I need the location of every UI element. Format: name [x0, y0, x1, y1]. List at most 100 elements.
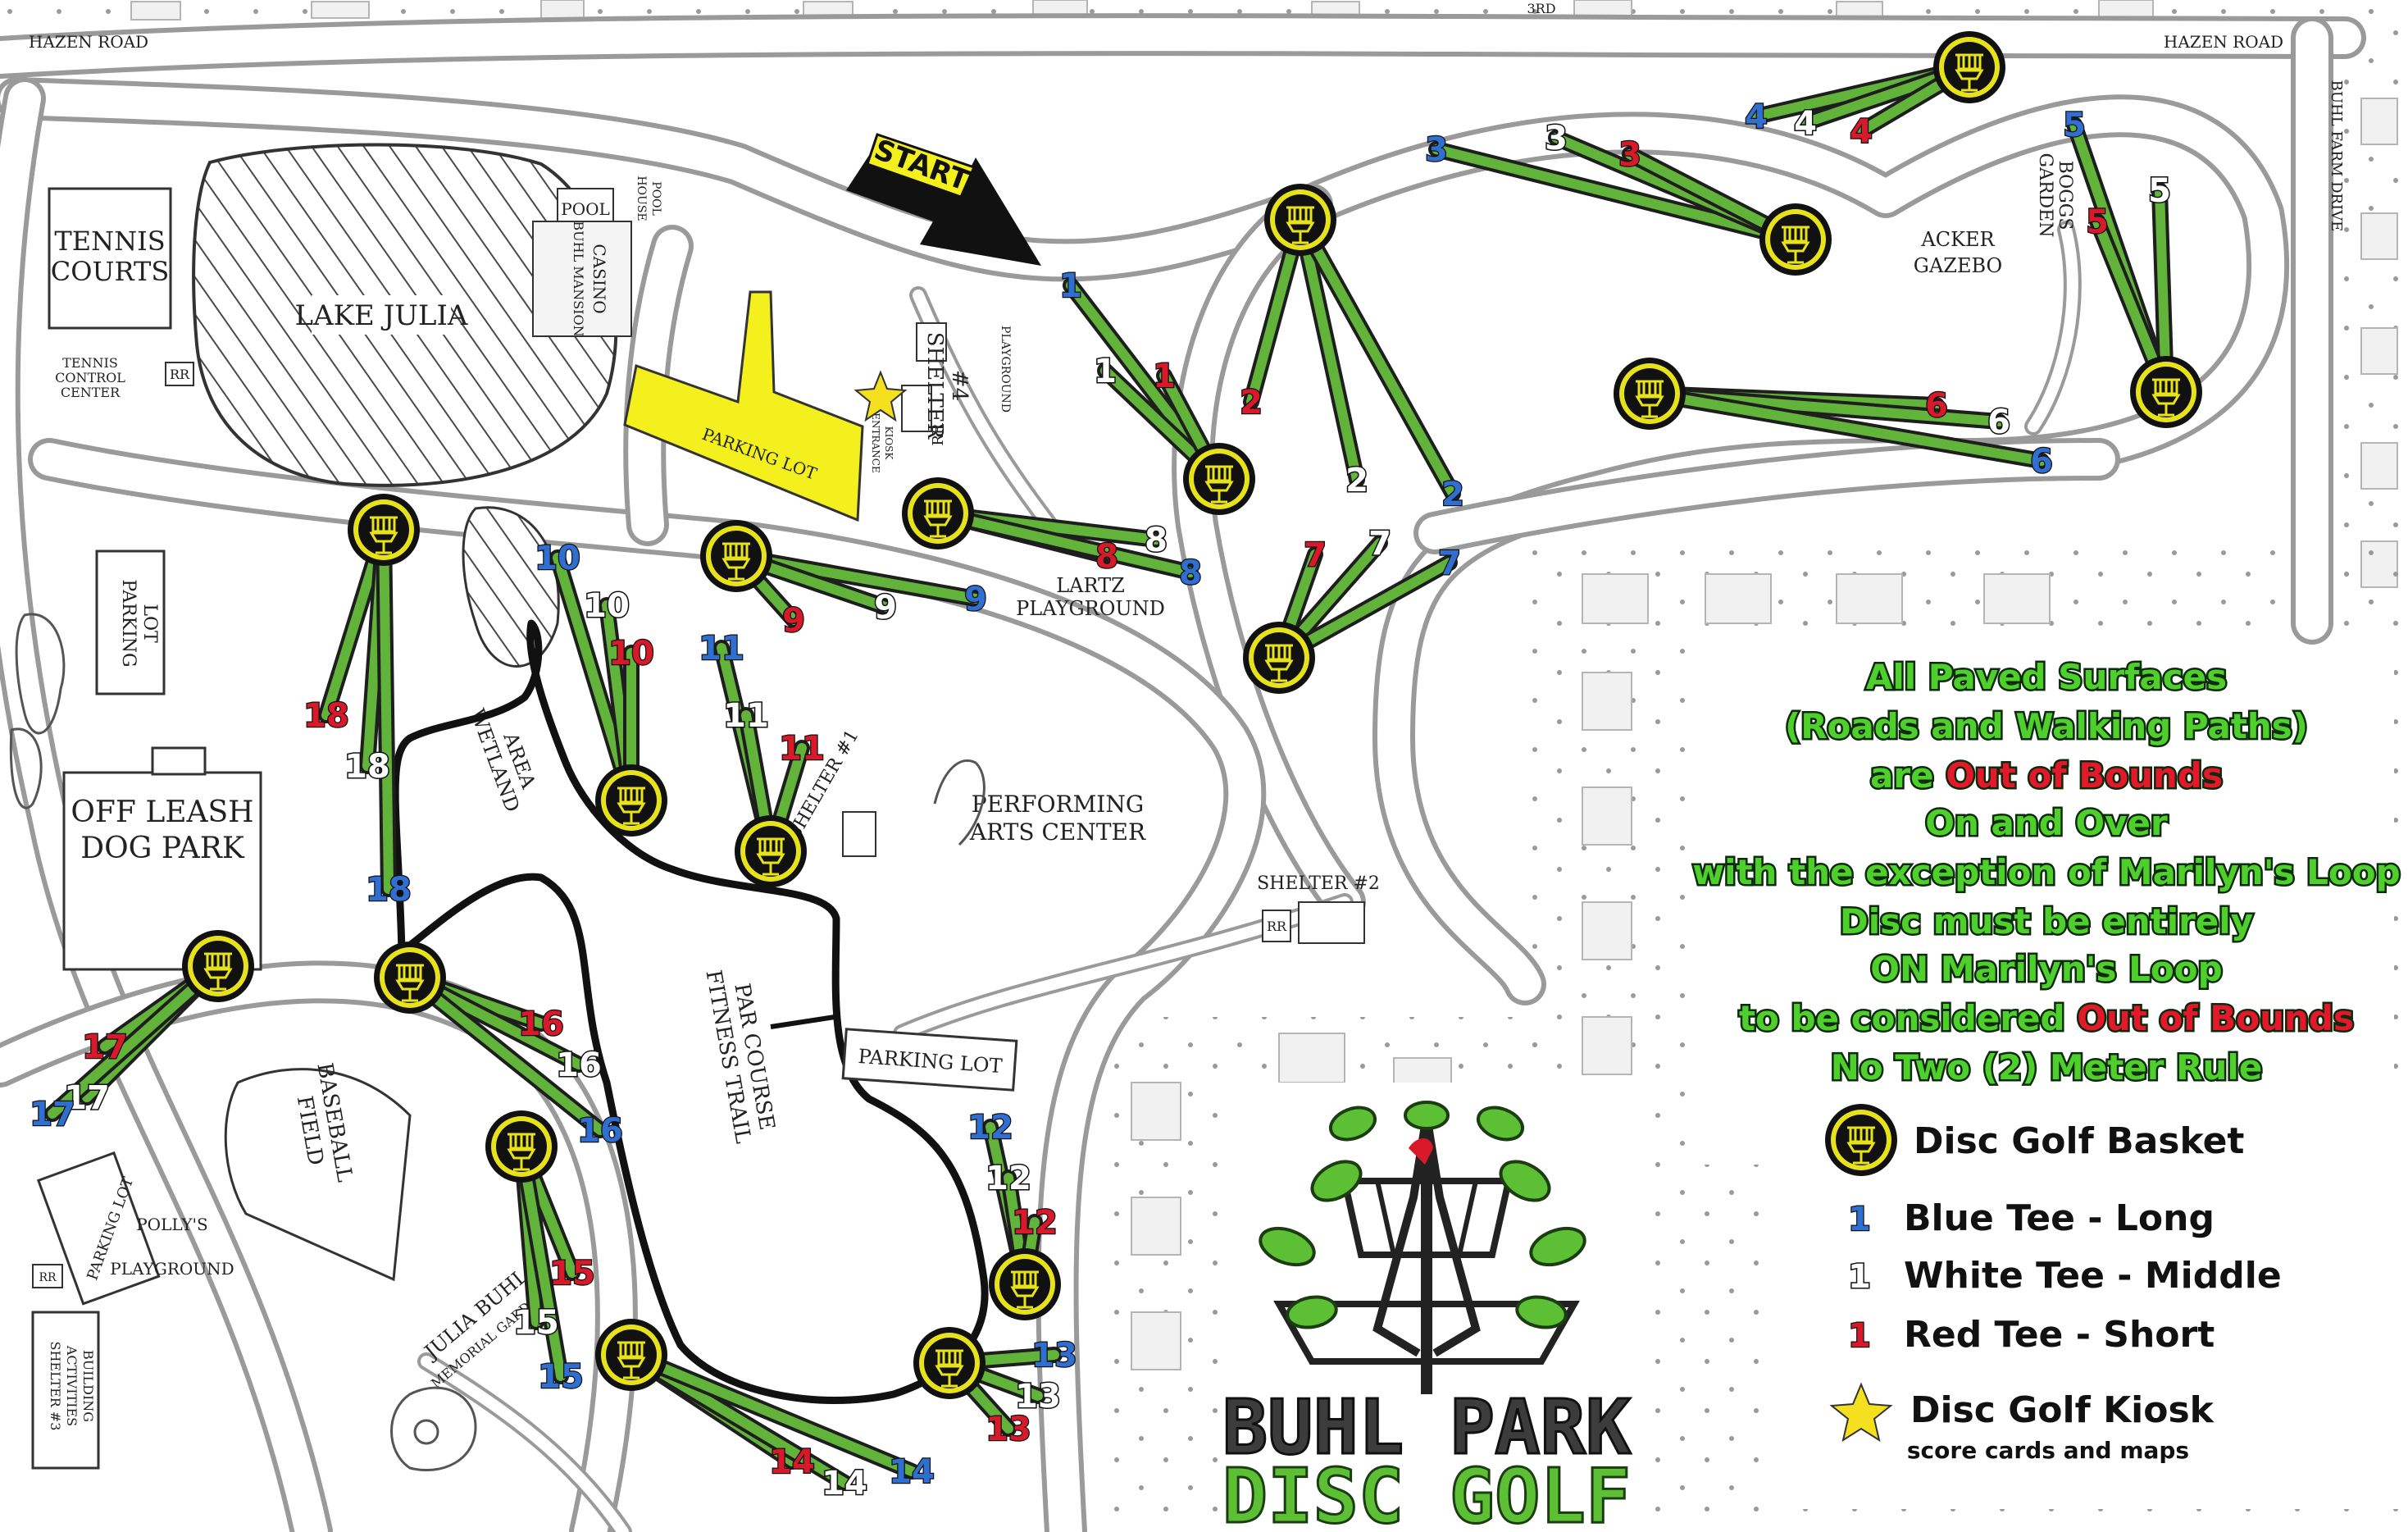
rule-line-7: ON Marilyn's Loop — [1870, 949, 2222, 989]
rule-line-1: All Paved Surfaces — [1866, 657, 2227, 697]
tee-13-blue: 13 — [1031, 1337, 1077, 1375]
tennis-control-label-3: CENTER — [61, 385, 121, 400]
tee-16-white: 16 — [556, 1046, 602, 1084]
basket-icon-hole-3 — [1758, 202, 1833, 277]
lartz-label-1: LARTZ — [1056, 574, 1125, 597]
tee-17-white: 17 — [64, 1079, 110, 1117]
pool-casino: POOL POOL HOUSE BUHL MANSION CASINO — [532, 176, 662, 337]
shelter-1-building — [842, 811, 876, 857]
parking-lot-west: PARKING LOT — [95, 549, 166, 695]
acker-label-1: ACKER — [1920, 228, 1995, 251]
basket-icon-hole-6 — [1612, 356, 1687, 431]
rule-line-6: Disc must be entirely — [1840, 901, 2253, 942]
third-street-label: 3RD — [1527, 1, 1555, 16]
basket-icon-hole-8 — [900, 476, 976, 551]
parking-lot-south — [841, 1028, 1018, 1092]
tee-7-white: 7 — [1368, 525, 1391, 563]
performing-arts-label-2: ARTS CENTER — [969, 818, 1146, 846]
southeast-houses — [1131, 573, 2051, 1370]
parking-west-label-2: LOT — [139, 604, 160, 643]
hazen-road-west-label: HAZEN ROAD — [29, 32, 148, 52]
fairway-17-b — [48, 961, 223, 1119]
tee-6-blue: 6 — [2030, 443, 2053, 481]
tee-2-white: 2 — [1345, 462, 1368, 499]
tee-12-red: 12 — [1012, 1204, 1058, 1242]
fairway-3-b — [1432, 144, 1800, 244]
basket-icon-hole-7 — [1241, 620, 1317, 695]
basket-icon-hole-12 — [987, 1247, 1063, 1322]
tennis-control-label-2: CONTROL — [55, 370, 125, 385]
rule-line-3-oob: Out of Bounds — [1946, 755, 2223, 796]
fairway-14-b — [626, 1350, 917, 1476]
tee-6-red: 6 — [1925, 387, 1948, 425]
key-blue-label: Blue Tee - Long — [1904, 1197, 2215, 1239]
tee-5-red: 5 — [2086, 203, 2109, 241]
start-marker: START — [846, 133, 1041, 266]
tee-5-blue: 5 — [2063, 107, 2086, 144]
kiosk-label-2: KIOSK — [883, 426, 894, 461]
tee-8-white: 8 — [1145, 522, 1168, 559]
tee-3-red: 3 — [1618, 136, 1641, 174]
fairway-2-b — [1295, 215, 1458, 499]
rule-line-9: No Two (2) Meter Rule — [1831, 1047, 2262, 1087]
garden-label-1: BOGGS — [2055, 161, 2075, 230]
key-red-label: Red Tee - Short — [1904, 1314, 2215, 1356]
tennis-courts: TENNIS COURTS RR TENNIS CONTROL CENTER — [48, 187, 194, 400]
basket-icon-hole-18 — [346, 492, 421, 568]
brand-buhl: BUHL — [1222, 1384, 1404, 1471]
east-neighborhood — [2343, 0, 2408, 623]
tee-11-white: 11 — [723, 697, 769, 735]
tee-5-white: 5 — [2148, 172, 2171, 210]
tee-13-red: 13 — [986, 1411, 1031, 1448]
key-white-label: White Tee - Middle — [1904, 1255, 2282, 1297]
shelter-4: RR SHELTER #4 PLAYGROUND ENTRANCE KIOSK — [853, 322, 1012, 473]
brand-line-1: BUHL PARK — [1222, 1384, 1632, 1471]
tennis-control-label-1: TENNIS — [62, 355, 118, 371]
rule-line-3-are: are — [1870, 755, 1934, 796]
rule-line-5: with the exception of Marilyn's Loop — [1692, 852, 2400, 892]
tee-9-white: 9 — [874, 589, 897, 627]
basket-icon-hole-11 — [733, 814, 808, 889]
tee-1-red: 1 — [1153, 358, 1176, 395]
tee-8-red: 8 — [1095, 538, 1118, 576]
tee-2-blue: 2 — [1441, 476, 1464, 513]
tee-12-white: 12 — [986, 1160, 1031, 1197]
tee-16-blue: 16 — [577, 1112, 623, 1150]
buhl-park-logo: BUHL PARK DISC GOLF — [1221, 1101, 1632, 1532]
shelter-2-building — [1298, 901, 1365, 944]
tee-4-blue: 4 — [1745, 98, 1768, 136]
tee-11-red: 11 — [779, 730, 825, 768]
tennis-courts-label-2: COURTS — [51, 256, 169, 287]
pool-house-label-2: HOUSE — [635, 176, 648, 221]
tee-1-blue: 1 — [1059, 267, 1082, 305]
fairway-15-b — [517, 1142, 566, 1381]
rule-line-2: (Roads and Walking Paths) — [1785, 706, 2308, 746]
tee-15-blue: 15 — [538, 1358, 584, 1396]
key-white-number: 1 — [1848, 1258, 1871, 1296]
basket-icon-hole-10 — [594, 763, 669, 838]
key-blue-number: 1 — [1848, 1201, 1871, 1238]
tee-18-red: 18 — [303, 697, 349, 735]
shelter-2-restroom — [1262, 910, 1291, 942]
basket-icon-hole-15 — [484, 1109, 559, 1184]
tee-3-white: 3 — [1545, 120, 1568, 157]
key-basket-icon — [1823, 1102, 1899, 1178]
map-key: Disc Golf Basket 1 Blue Tee - Long 1 Whi… — [1823, 1102, 2282, 1464]
basket-icon-hole-16 — [372, 940, 448, 1015]
lake-julia: LAKE JULIA — [192, 143, 618, 487]
tee-18-white: 18 — [344, 748, 390, 786]
basket-icon-hole-13 — [912, 1325, 987, 1401]
baseball-field: BASEBALL FIELD — [224, 1061, 412, 1282]
playground-label: PLAYGROUND — [999, 326, 1012, 413]
shelter-2-label: SHELTER #2 — [1257, 873, 1380, 894]
rule-line-8-oob: Out of Bounds — [2077, 998, 2354, 1038]
legend-backdrop — [1689, 640, 2394, 1165]
kiosk-star-icon — [853, 370, 908, 422]
tee-9-red: 9 — [782, 602, 805, 640]
basket-icon-hole-1 — [1181, 441, 1257, 517]
key-kiosk-sub: score cards and maps — [1907, 1437, 2189, 1464]
shelter-2-rr-label: RR — [1267, 919, 1287, 934]
southwest-facilities: PARKING LOT POLLY'S PLAYGROUND RR SHELTE… — [31, 1151, 234, 1470]
tee-1-white: 1 — [1094, 353, 1117, 390]
